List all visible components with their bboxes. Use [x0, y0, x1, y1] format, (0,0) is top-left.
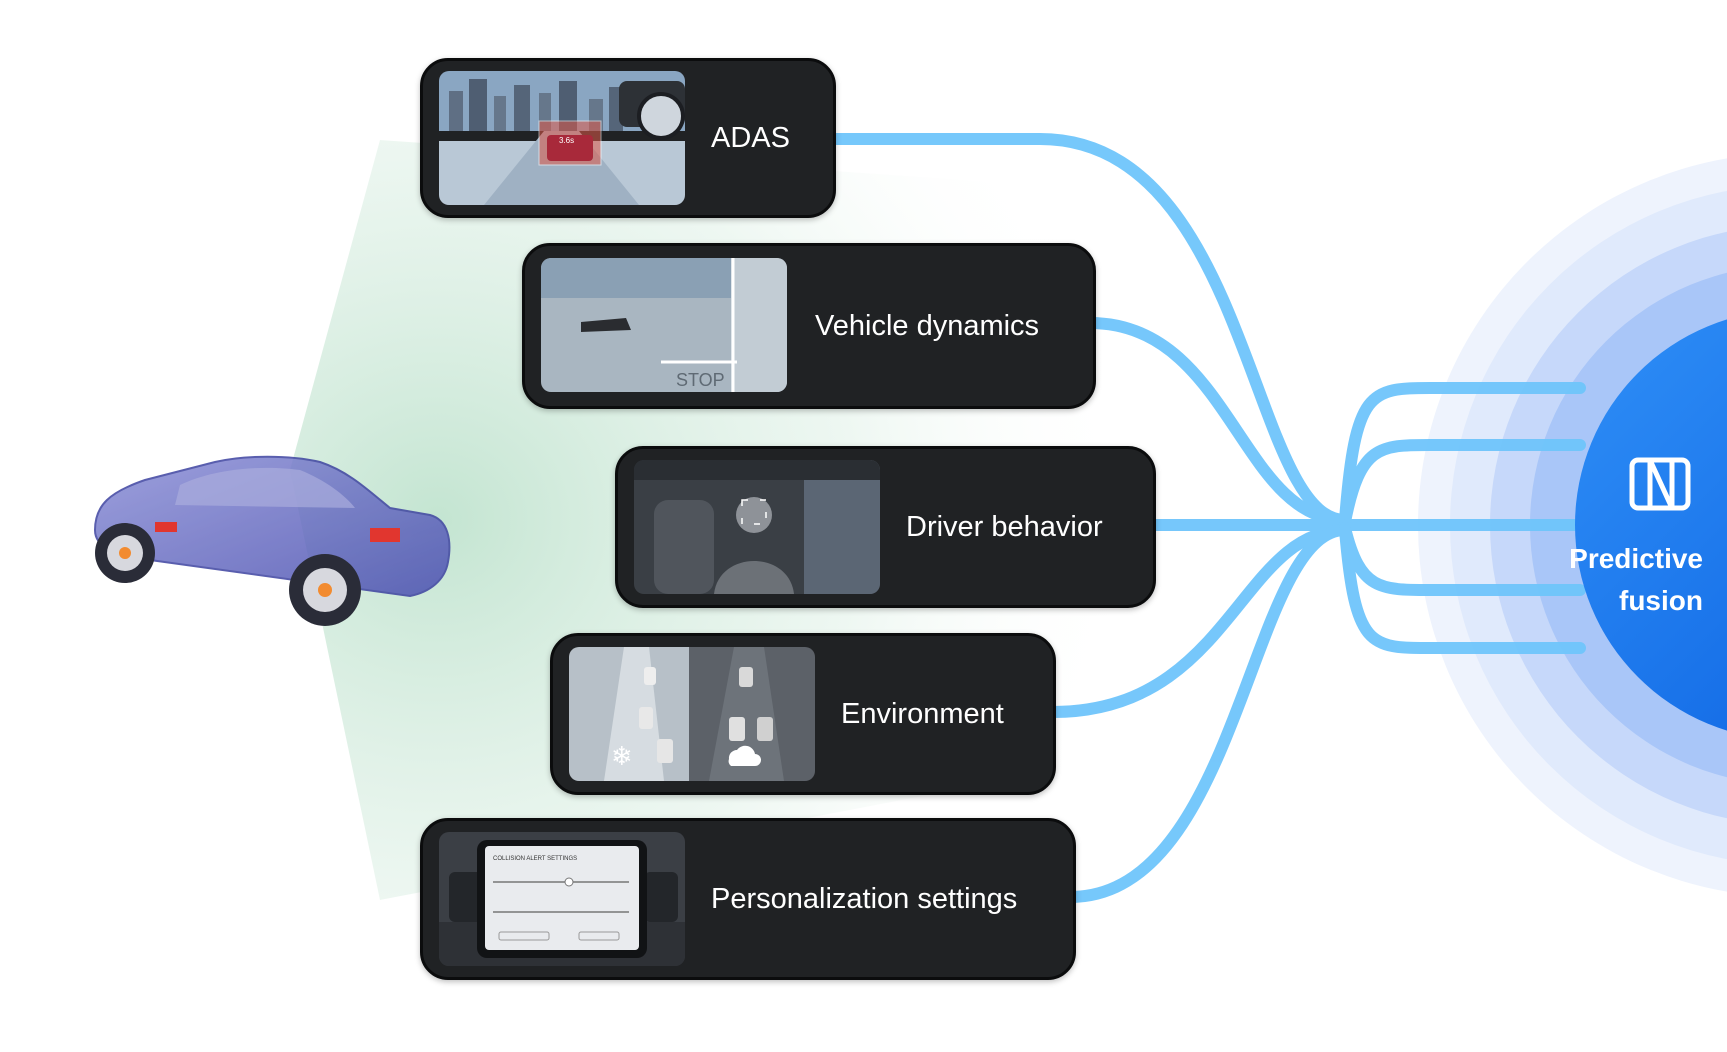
driver-cabin-icon [634, 460, 880, 594]
adas-camera-view-icon: 3.6s [439, 71, 685, 205]
source-label-driver-behavior: Driver behavior [906, 449, 1103, 605]
source-label-personalization: Personalization settings [711, 821, 1017, 977]
adas-distance-readout: 3.6s [559, 136, 574, 145]
source-card-environment: ❄ Environment [550, 633, 1056, 795]
hub-label-line1: Predictive [1569, 538, 1703, 580]
infotainment-screen-icon: COLLISION ALERT SETTINGS [439, 832, 685, 966]
road-stop-marking-icon: STOP [541, 258, 787, 392]
stop-marking-text: STOP [676, 370, 725, 390]
weather-traffic-icon: ❄ [569, 647, 815, 781]
source-card-vehicle-dynamics: STOP Vehicle dynamics [522, 243, 1096, 409]
source-label-environment: Environment [841, 636, 1004, 792]
source-label-vehicle-dynamics: Vehicle dynamics [815, 246, 1039, 406]
source-card-driver-behavior: Driver behavior [615, 446, 1156, 608]
svg-text:❄: ❄ [611, 742, 633, 772]
source-label-adas: ADAS [711, 61, 790, 215]
hub-label: Predictive fusion [1569, 538, 1703, 622]
source-card-personalization: COLLISION ALERT SETTINGS Personalization… [420, 818, 1076, 980]
hub-label-line2: fusion [1569, 580, 1703, 622]
source-card-adas: 3.6s ADAS [420, 58, 836, 218]
collision-alert-title: COLLISION ALERT SETTINGS [493, 856, 577, 862]
